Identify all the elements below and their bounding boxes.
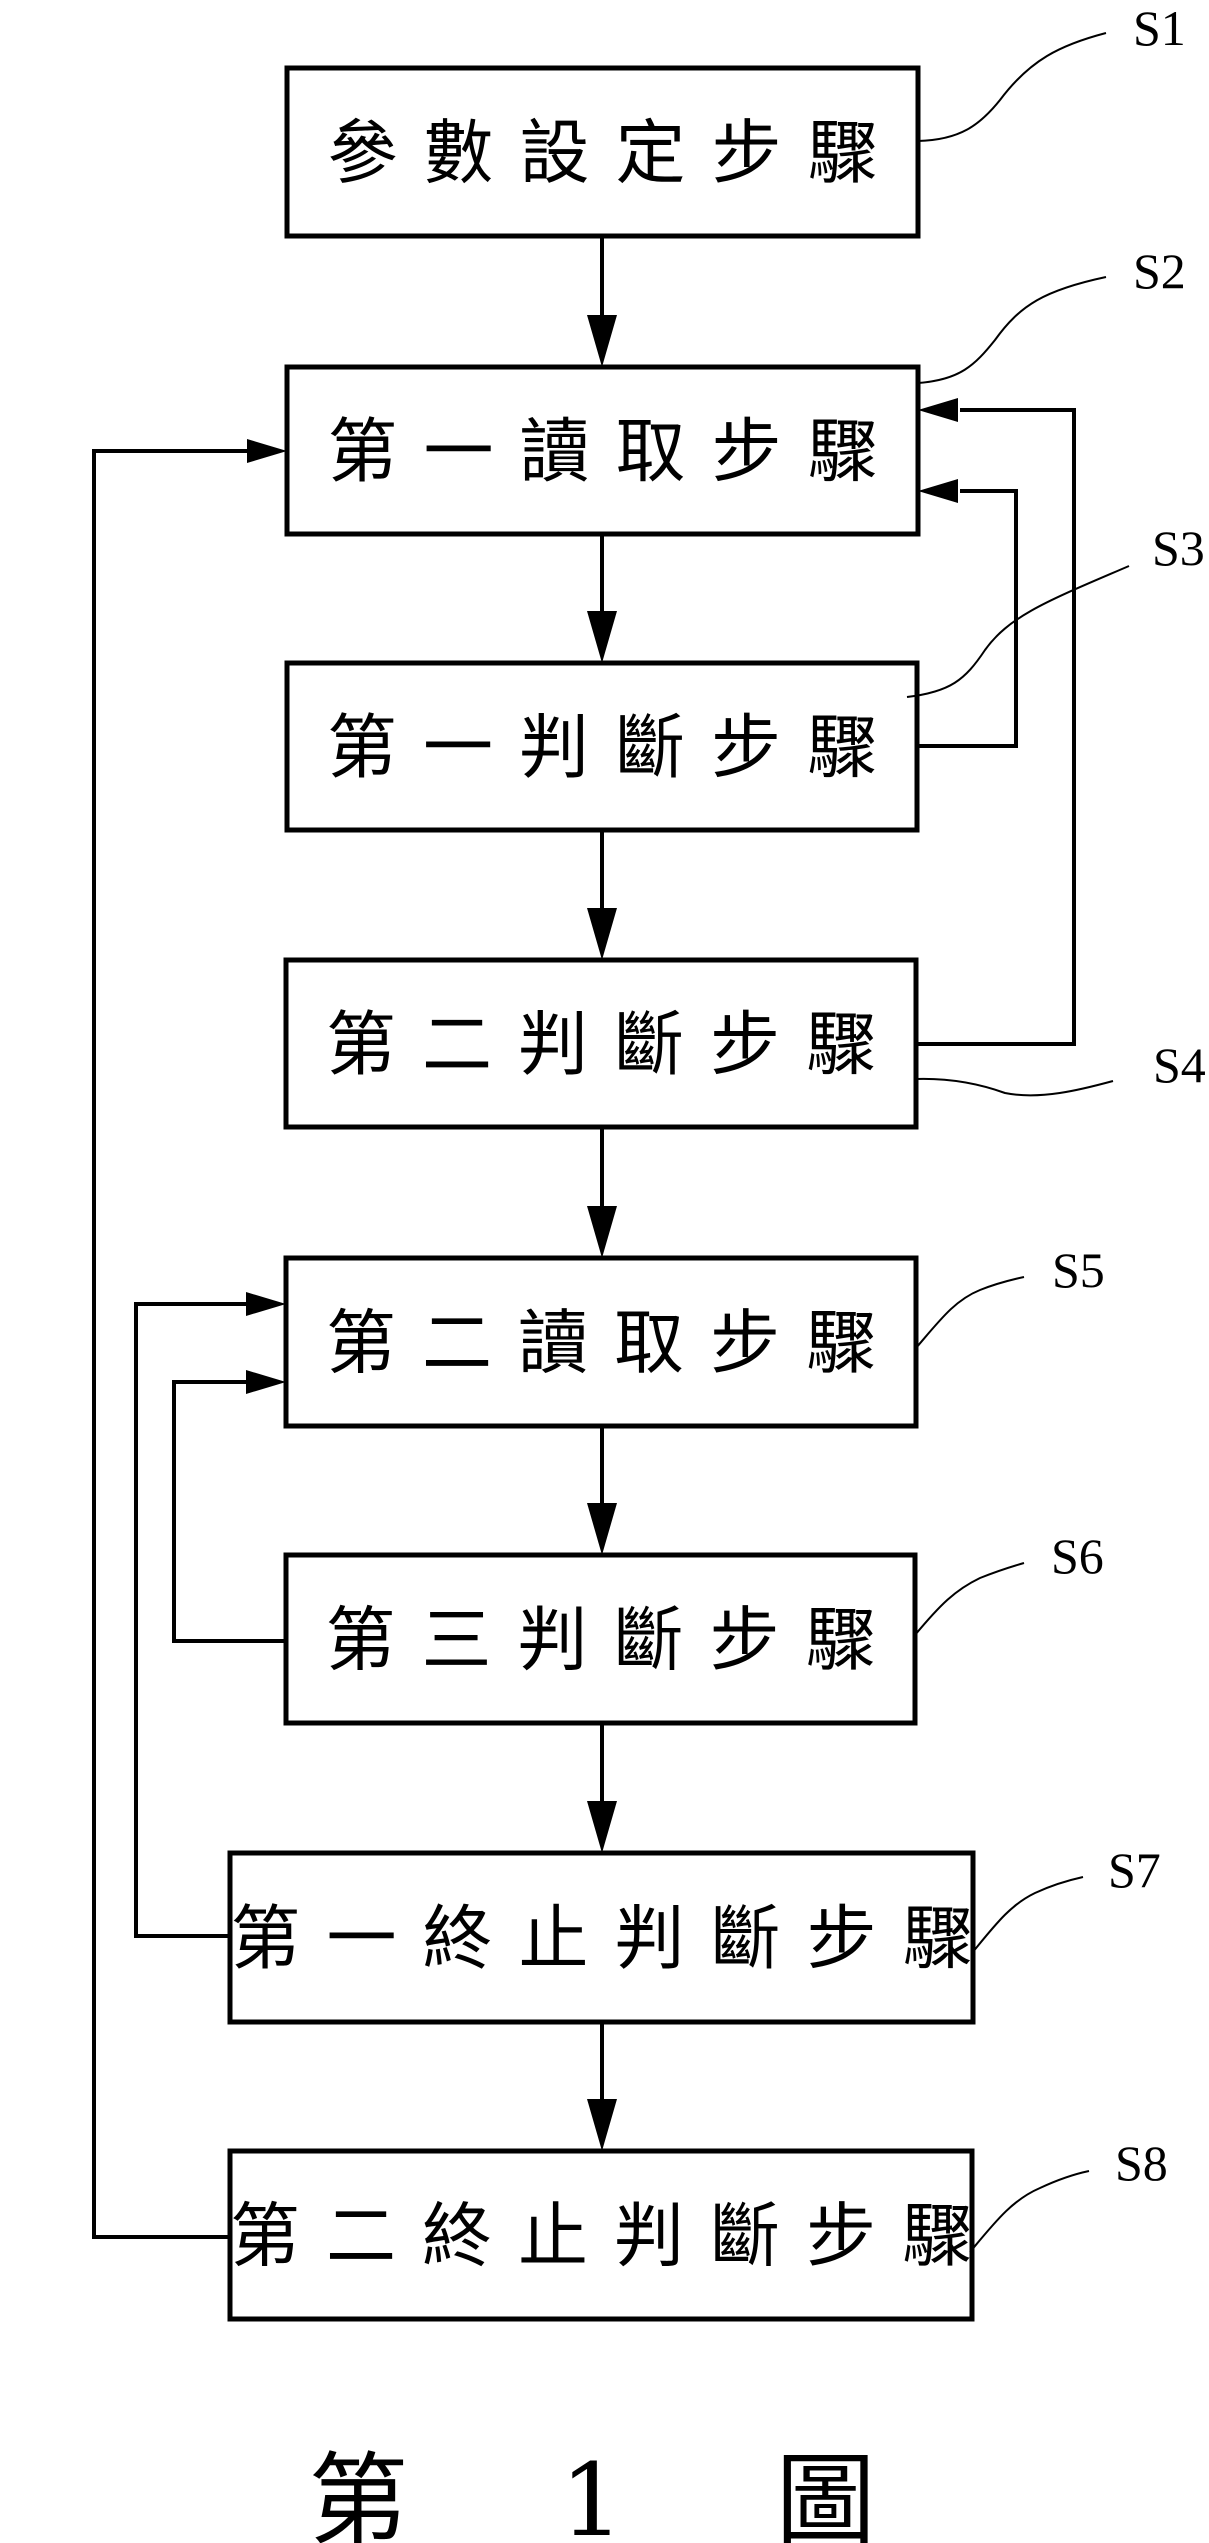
- step-text: 第一判斷步驟: [327, 707, 903, 789]
- step-box-s1: 參數設定步驟: [284, 65, 921, 239]
- step-text: 第一終止判斷步驟: [231, 1898, 999, 1980]
- step-text: 第一讀取步驟: [328, 411, 904, 493]
- step-label-s1: S1: [1133, 0, 1186, 56]
- step-box-frame: [227, 1850, 976, 2025]
- step-box-frame: [283, 1255, 919, 1429]
- step-box-s8: 第二終止判斷步驟: [227, 2148, 998, 2322]
- step-box-frame: [284, 65, 921, 239]
- leader-line: [915, 1077, 1114, 1097]
- step-text: 第三判斷步驟: [326, 1599, 902, 1681]
- step-box-s4: 第二判斷步驟: [283, 957, 919, 1130]
- arrowhead-down: [587, 1503, 617, 1555]
- step-text: 第二終止判斷步驟: [230, 2195, 998, 2277]
- step-box-s2: 第一讀取步驟: [284, 364, 921, 537]
- loop-arrow-s3-s2: [917, 489, 1018, 748]
- arrowhead-right: [246, 1370, 286, 1394]
- arrowhead-down: [587, 611, 617, 663]
- figure-caption: 第 1 圖: [308, 2442, 935, 2543]
- leader-line: [917, 32, 1107, 142]
- step-label-s6: S6: [1051, 1528, 1104, 1584]
- step-label-s8: S8: [1115, 2135, 1168, 2191]
- arrowhead-down: [587, 315, 617, 367]
- step-label-s4: S4: [1153, 1037, 1206, 1093]
- step-box-s6: 第三判斷步驟: [283, 1552, 918, 1726]
- arrowhead-down: [587, 2099, 617, 2151]
- leader-line: [917, 276, 1107, 384]
- loop-arrow-s4-s2: [916, 408, 1076, 1046]
- leader-line: [906, 565, 1130, 698]
- leader-line: [969, 2170, 1090, 2253]
- arrowhead-down: [587, 908, 617, 960]
- steps-layer: 參數設定步驟第一讀取步驟第一判斷步驟第二判斷步驟第二讀取步驟第三判斷步驟第一終止…: [227, 65, 999, 2322]
- loop-arrow-s6-s5: [172, 1380, 286, 1643]
- step-box-frame: [227, 2148, 975, 2322]
- step-box-s3: 第一判斷步驟: [284, 660, 920, 833]
- step-text: 參數設定步驟: [328, 112, 904, 194]
- loop-arrow-s7-s5: [134, 1302, 250, 1938]
- step-box-frame: [283, 1552, 918, 1726]
- arrowhead-left: [918, 479, 958, 503]
- step-box-frame: [284, 660, 920, 833]
- leader-line: [971, 1876, 1084, 1954]
- step-label-s2: S2: [1133, 243, 1186, 299]
- step-box-frame: [283, 957, 919, 1130]
- arrowhead-left: [918, 398, 958, 422]
- step-label-s7: S7: [1108, 1842, 1161, 1898]
- step-box-frame: [284, 364, 921, 537]
- leader-line: [914, 1562, 1025, 1636]
- leader-line: [915, 1276, 1025, 1349]
- edges-layer: [92, 236, 1076, 2239]
- arrowhead-down: [587, 1206, 617, 1258]
- arrowhead-right: [246, 1292, 286, 1316]
- arrowhead-right: [247, 439, 287, 463]
- loop-arrow-s8-s2: [92, 449, 250, 2239]
- step-text: 第二讀取步驟: [326, 1302, 902, 1384]
- step-box-s5: 第二讀取步驟: [283, 1255, 919, 1429]
- step-text: 第二判斷步驟: [326, 1004, 902, 1086]
- step-label-s3: S3: [1152, 520, 1205, 576]
- step-label-s5: S5: [1052, 1242, 1105, 1298]
- step-box-s7: 第一終止判斷步驟: [227, 1850, 999, 2025]
- arrowhead-down: [587, 1801, 617, 1853]
